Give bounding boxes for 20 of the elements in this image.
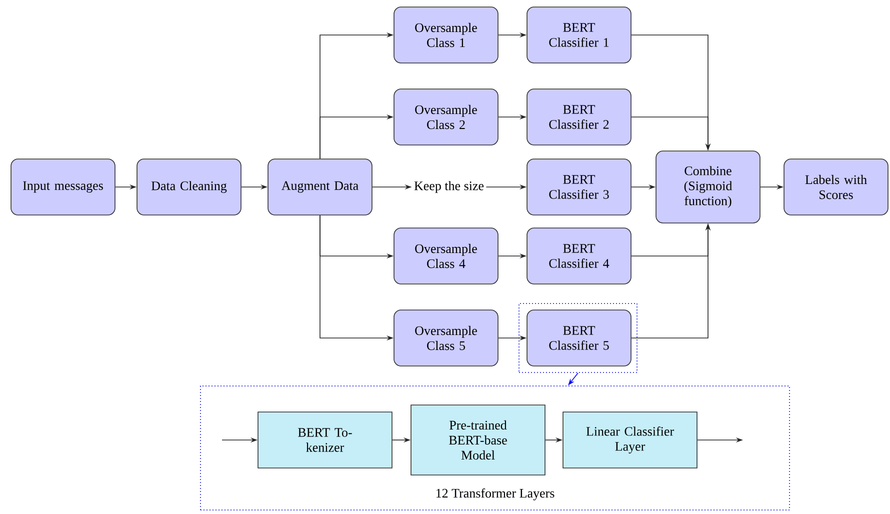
frame-caption: 12 Transformer Layers [436,488,554,500]
process-box: BERT Classifier 1 [526,6,632,64]
layer-box: Pre-trained BERT-base Model [410,404,546,476]
process-box: BERT Classifier 5 [526,310,632,366]
process-box: Oversample Class 4 [394,228,498,284]
process-box: BERT Classifier 3 [526,158,632,216]
process-box: Oversample Class 2 [394,88,498,146]
layer-box: Linear Classifier Layer [562,412,698,468]
layer-box: BERT To- kenizer [258,412,392,468]
dotted-frame [518,303,638,373]
process-box: Labels with Scores [784,158,888,216]
process-box: BERT Classifier 4 [526,228,632,284]
process-box: Data Cleaning [136,158,242,216]
process-box: Input messages [10,158,116,216]
process-box: Combine (Sigmoid function) [656,150,760,224]
process-box: Augment Data [268,158,372,216]
process-box: BERT Classifier 2 [526,88,632,146]
process-box: Oversample Class 1 [394,6,498,64]
process-box: Oversample Class 5 [394,310,498,366]
text-label: Keep the size [414,181,484,193]
